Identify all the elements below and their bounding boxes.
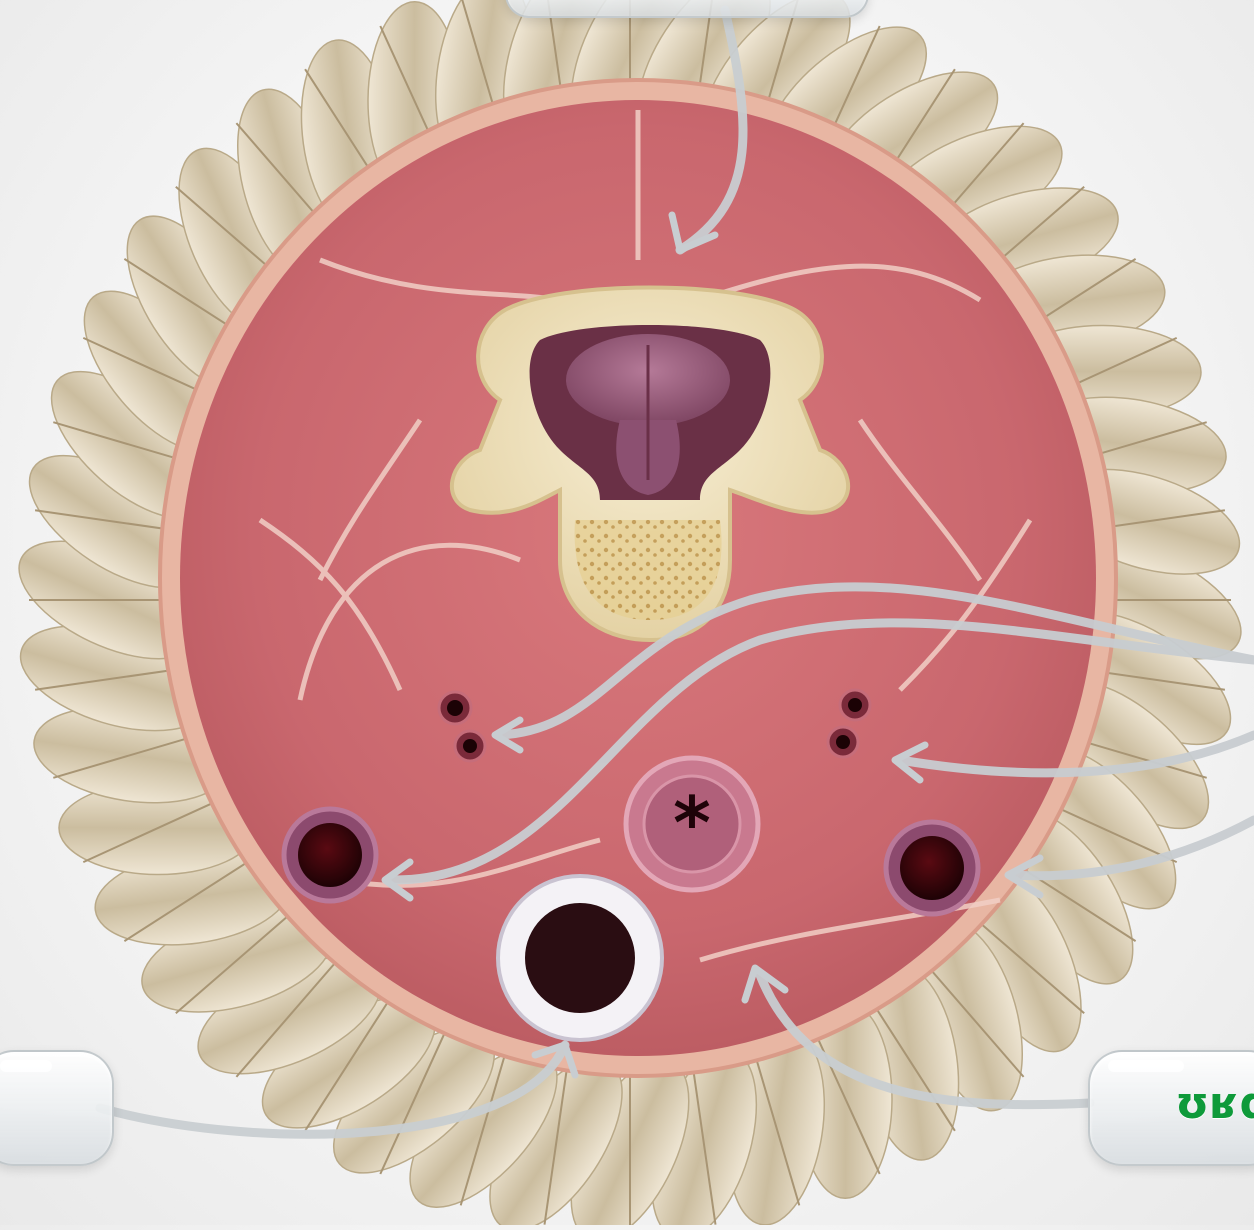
trachea: [498, 876, 662, 1040]
right-large-vessel: [886, 822, 978, 914]
left-large-vessel: [284, 809, 376, 901]
esophagus: *: [626, 758, 758, 890]
bottom-left-label-box: [0, 1050, 114, 1166]
bottom-right-label-box: ʊʁɑ: [1088, 1050, 1254, 1166]
svg-text:*: *: [673, 781, 711, 865]
bottom-right-label-text: ʊʁɑ: [1175, 1078, 1254, 1129]
top-label-box: [505, 0, 869, 18]
